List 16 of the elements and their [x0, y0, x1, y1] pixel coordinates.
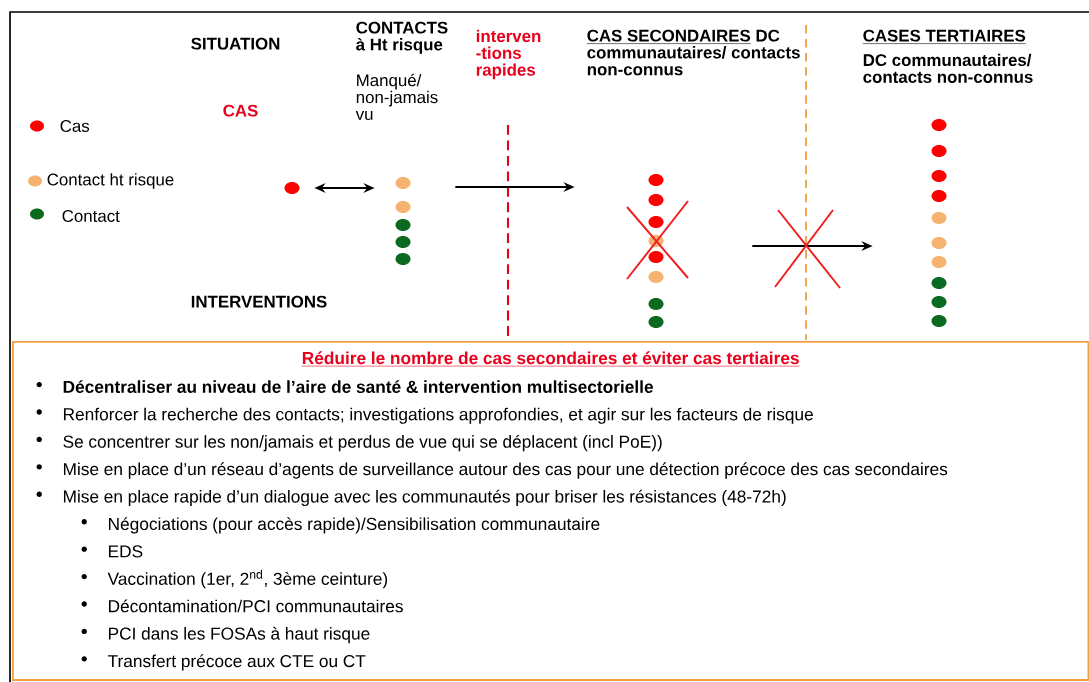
row-heading: SITUATION — [191, 37, 280, 50]
column-subheading: DC communautaires/ contacts non-connus — [863, 53, 1033, 83]
text-box: Réduire le nombre de cas secondaires et éviter cas tertiaires Décentraliser au niveau de l’aire de santé & intervention multisectorielle Renforcer la recherche des contacts; investigations approfondies, et agir sur les facteurs de risque Se concentrer sur les non/jamais et perdus de vue qui se déplacent (incl PoE)) Mise en place d’un réseau d’agents de surveillance autour des cas pour une détection précoce des cas secondaires Mise en place rapide d’un dialogue avec les communautés pour briser les résistances (48-72h) Négociations (pour accès rapide)/Sensibilisation communautaire EDS Vaccination (1er, 2$^{nd}$, 3ème ceinture) Décontamination/PCI communautaires PCI dans les FOSAs à haut risque Transfert précoce aux CTE ou CT — [12, 341, 1089, 681]
category-label: CAS — [223, 104, 258, 117]
column-heading: CASES TERTIAIRES — [862, 29, 1027, 44]
column-heading: interven -tions rapides — [476, 29, 541, 80]
column-heading: CAS SECONDAIRES DC communautaires/ contacts non-connus — [586, 29, 800, 76]
dot-column — [648, 174, 664, 328]
dot-column — [395, 177, 411, 265]
legend-label: Cas — [60, 120, 90, 132]
column-heading: CONTACTS à Ht risque — [356, 21, 448, 54]
row-heading: INTERVENTIONS — [191, 295, 327, 308]
legend-label: Contact — [62, 210, 120, 222]
column-subheading: Manqué/ non-jamais vu — [355, 73, 438, 120]
dot-column — [931, 119, 947, 327]
legend-label: Contact ht risque — [47, 173, 174, 189]
